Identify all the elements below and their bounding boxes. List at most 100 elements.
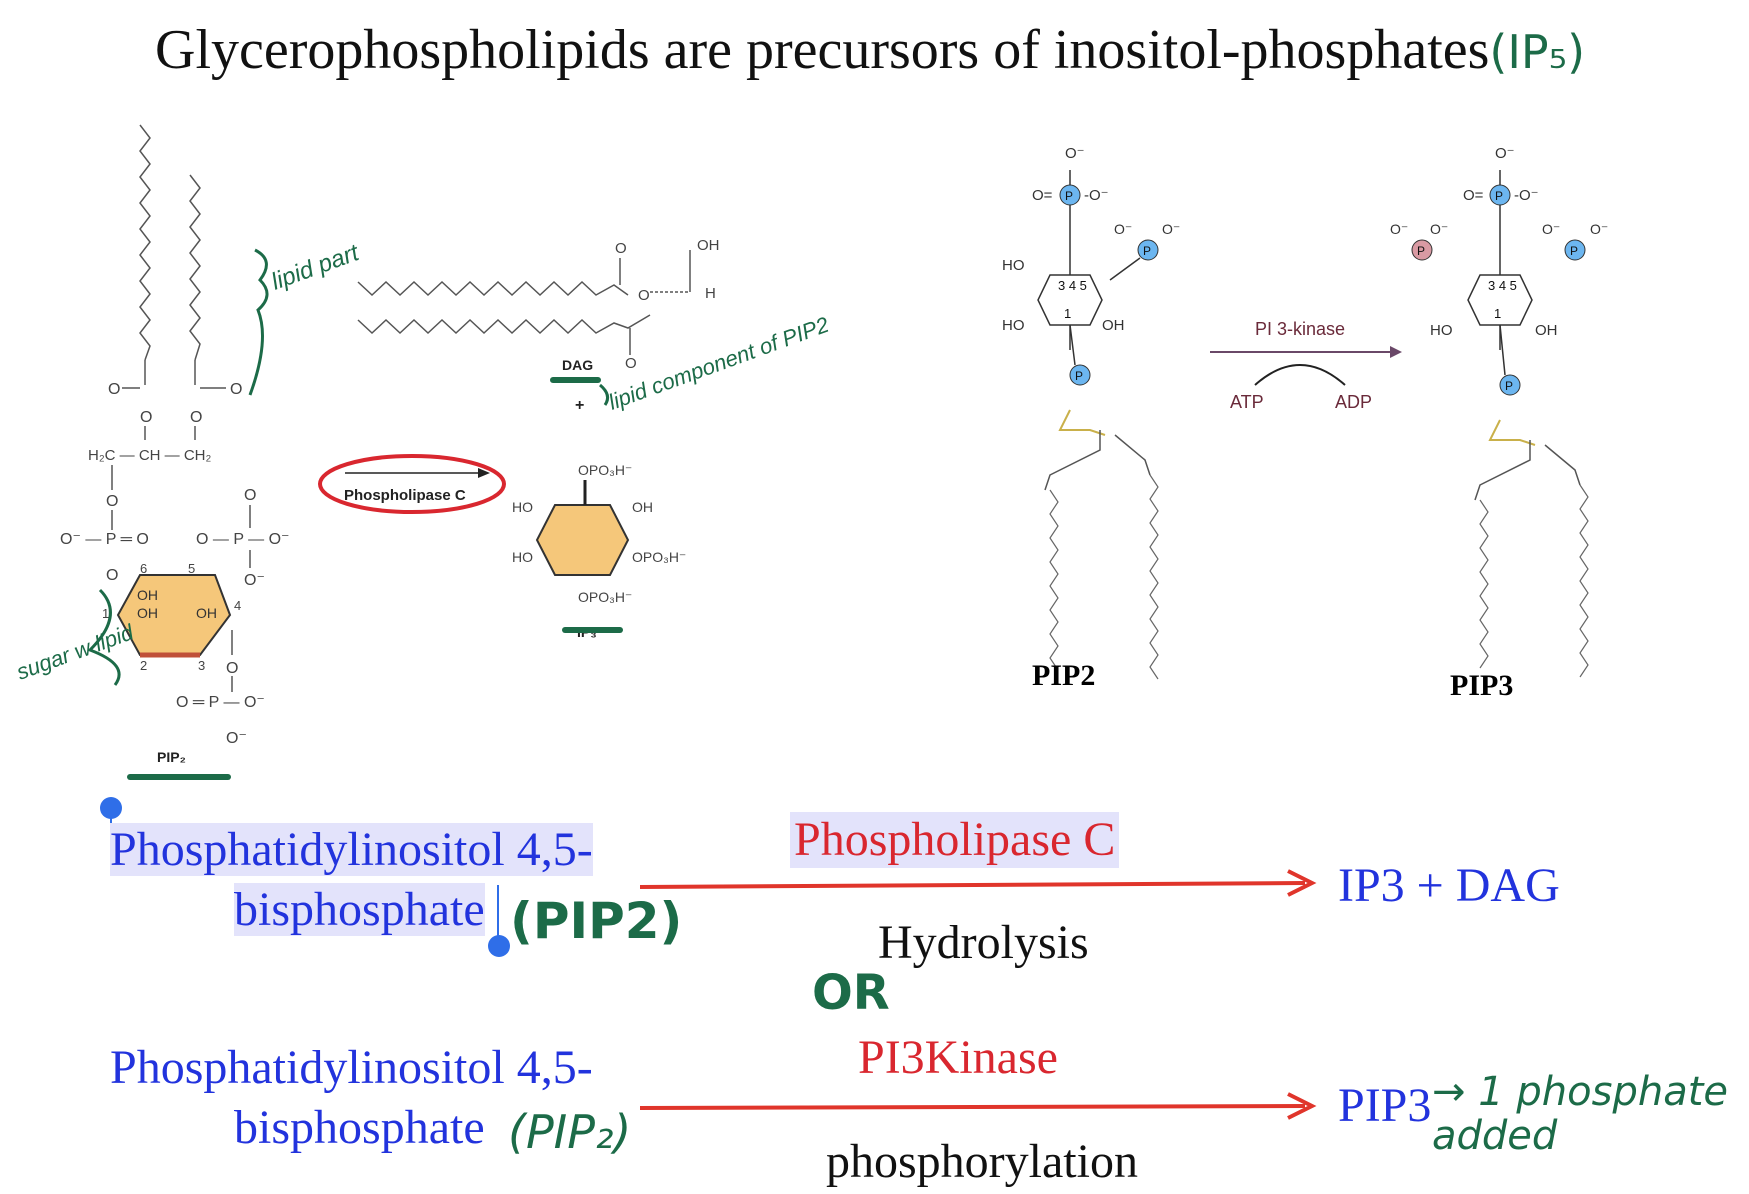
svg-text:OH: OH bbox=[697, 237, 720, 254]
pip2-hydrolysis-diagram: O O O O H₂C — CH — CH₂ O O⁻ — P ═ O O O … bbox=[13, 124, 832, 780]
svg-text:H₂C — CH — CH₂: H₂C — CH — CH₂ bbox=[88, 447, 211, 464]
svg-text:4: 4 bbox=[234, 598, 241, 613]
svg-text:1: 1 bbox=[102, 606, 109, 621]
svg-text:O: O bbox=[638, 287, 650, 304]
reaction2-substrate-line1: Phosphatidylinositol 4,5- bbox=[110, 1041, 593, 1094]
svg-text:O=: O= bbox=[1032, 187, 1053, 204]
ring-oh-6: OH bbox=[137, 587, 158, 603]
page-title: Glycerophospholipids are precursors of i… bbox=[155, 18, 1585, 82]
reaction1-substrate-line2[interactable]: bisphosphate bbox=[234, 882, 485, 938]
dag-small-label: DAG bbox=[562, 357, 593, 373]
reaction1-substrate-line2-text: bisphosphate bbox=[234, 883, 485, 936]
svg-text:O: O bbox=[615, 240, 627, 257]
svg-text:P: P bbox=[1417, 244, 1425, 258]
pip2-small-label: PIP₂ bbox=[157, 749, 186, 765]
svg-text:O⁻: O⁻ bbox=[1114, 221, 1132, 237]
svg-text:O⁻ — P ═ O: O⁻ — P ═ O bbox=[60, 531, 149, 548]
svg-text:P: P bbox=[1065, 189, 1073, 203]
right-pip3-label: PIP3 bbox=[1450, 669, 1513, 702]
svg-text:O: O bbox=[244, 487, 256, 504]
reaction1-process: Hydrolysis bbox=[878, 916, 1089, 969]
adp-label: ADP bbox=[1335, 392, 1372, 412]
ring-oh-2: OH bbox=[137, 605, 158, 621]
svg-text:HO: HO bbox=[1002, 257, 1025, 274]
selection-handle-start[interactable] bbox=[100, 797, 122, 819]
svg-text:-O⁻: -O⁻ bbox=[1514, 187, 1539, 204]
right-enzyme-label: PI 3-kinase bbox=[1255, 319, 1345, 339]
svg-text:3: 3 bbox=[198, 658, 205, 673]
or-annotation: OR bbox=[812, 965, 890, 1021]
svg-text:O⁻: O⁻ bbox=[244, 572, 265, 589]
svg-text:O⁻: O⁻ bbox=[1162, 221, 1180, 237]
svg-text:O⁻: O⁻ bbox=[1590, 221, 1608, 237]
reaction1-substrate-line1[interactable]: Phosphatidylinositol 4,5- bbox=[110, 822, 593, 878]
svg-text:O⁻: O⁻ bbox=[1065, 145, 1085, 162]
svg-text:-O⁻: -O⁻ bbox=[1084, 187, 1109, 204]
selection-handle-end[interactable] bbox=[488, 935, 510, 957]
svg-text:P: P bbox=[1570, 244, 1578, 258]
svg-text:P: P bbox=[1143, 244, 1151, 258]
annotation-dag: lipid component of PIP2 bbox=[605, 312, 832, 415]
left-enzyme-label: Phospholipase C bbox=[344, 487, 466, 504]
svg-text:OH: OH bbox=[632, 499, 653, 515]
title-text: Glycerophospholipids are precursors of i… bbox=[155, 19, 1490, 81]
svg-text:OH: OH bbox=[1102, 317, 1125, 334]
right-pip2-label: PIP2 bbox=[1032, 659, 1095, 692]
svg-text:OH: OH bbox=[1535, 322, 1558, 339]
reaction1-substrate-line1-text: Phosphatidylinositol 4,5- bbox=[110, 823, 593, 876]
reaction2-annotation-after: → 1 phosphate added bbox=[1432, 1069, 1728, 1159]
svg-text:HO: HO bbox=[1430, 322, 1453, 339]
svg-text:HO: HO bbox=[512, 499, 533, 515]
svg-text:OPO₃H⁻: OPO₃H⁻ bbox=[578, 462, 632, 478]
svg-text:O⁻: O⁻ bbox=[1390, 221, 1408, 237]
atp-label: ATP bbox=[1230, 392, 1264, 412]
fatty-acid-chain-1 bbox=[139, 124, 151, 361]
svg-text:5: 5 bbox=[188, 561, 195, 576]
svg-text:1: 1 bbox=[1064, 306, 1071, 321]
reaction1-arrow bbox=[640, 869, 1317, 897]
svg-text:OPO₃H⁻: OPO₃H⁻ bbox=[578, 589, 632, 605]
svg-text:O: O bbox=[106, 493, 118, 510]
reaction1-product: IP3 + DAG bbox=[1338, 859, 1560, 912]
svg-text:P: P bbox=[1495, 189, 1503, 203]
dag-chain-2 bbox=[357, 314, 651, 335]
svg-text:O⁻: O⁻ bbox=[1542, 221, 1560, 237]
carbonyl-o-2: O bbox=[230, 381, 242, 398]
selection-caret-end bbox=[497, 885, 499, 940]
carbonyl-o-1: O bbox=[108, 381, 120, 398]
svg-text:3 4 5: 3 4 5 bbox=[1488, 278, 1517, 293]
svg-text:P: P bbox=[1075, 369, 1083, 383]
svg-text:O⁻: O⁻ bbox=[1495, 145, 1515, 162]
phospholipase-oval bbox=[318, 454, 506, 514]
svg-text:O: O bbox=[140, 409, 152, 426]
svg-text:O: O bbox=[106, 567, 118, 584]
svg-text:O ═ P — O⁻: O ═ P — O⁻ bbox=[176, 694, 265, 711]
reaction2-enzyme: PI3Kinase bbox=[858, 1031, 1058, 1084]
reaction2-process: phosphorylation bbox=[826, 1135, 1138, 1188]
svg-text:H: H bbox=[705, 285, 716, 302]
svg-text:OPO₃H⁻: OPO₃H⁻ bbox=[632, 549, 686, 565]
svg-text:6: 6 bbox=[140, 561, 147, 576]
svg-text:O: O bbox=[190, 409, 202, 426]
svg-text:O=: O= bbox=[1463, 187, 1484, 204]
reaction2-product: PIP3 bbox=[1338, 1079, 1432, 1132]
pip3-structure: P O= -O⁻ O⁻ P O⁻ O⁻ P O⁻ O⁻ 3 4 5 1 HO O… bbox=[1390, 145, 1608, 678]
svg-text:2: 2 bbox=[140, 658, 147, 673]
svg-text:O: O bbox=[625, 355, 637, 372]
svg-text:HO: HO bbox=[1002, 317, 1025, 334]
svg-text:HO: HO bbox=[512, 549, 533, 565]
reaction1-enzyme[interactable]: Phospholipase C bbox=[790, 812, 1120, 868]
svg-text:3 4 5: 3 4 5 bbox=[1058, 278, 1087, 293]
ip3-ring bbox=[535, 504, 630, 576]
svg-text:O⁻: O⁻ bbox=[226, 730, 247, 747]
svg-text:O — P — O⁻: O — P — O⁻ bbox=[196, 531, 290, 548]
pip2-structure: P O= -O⁻ O⁻ P O⁻ O⁻ 3 4 5 1 HO HO OH P bbox=[1002, 145, 1180, 680]
title-annotation: (IP₅) bbox=[1489, 25, 1586, 79]
annotation-lipid-part: lipid part bbox=[268, 239, 364, 296]
reaction1-annotation: (PIP2) bbox=[510, 892, 683, 950]
fatty-acid-chain-2 bbox=[189, 174, 201, 361]
svg-text:1: 1 bbox=[1494, 306, 1501, 321]
ring-oh-3: OH bbox=[196, 605, 217, 621]
reaction2-annotation: (PIP₂) bbox=[508, 1105, 632, 1159]
svg-text:O: O bbox=[226, 660, 238, 677]
